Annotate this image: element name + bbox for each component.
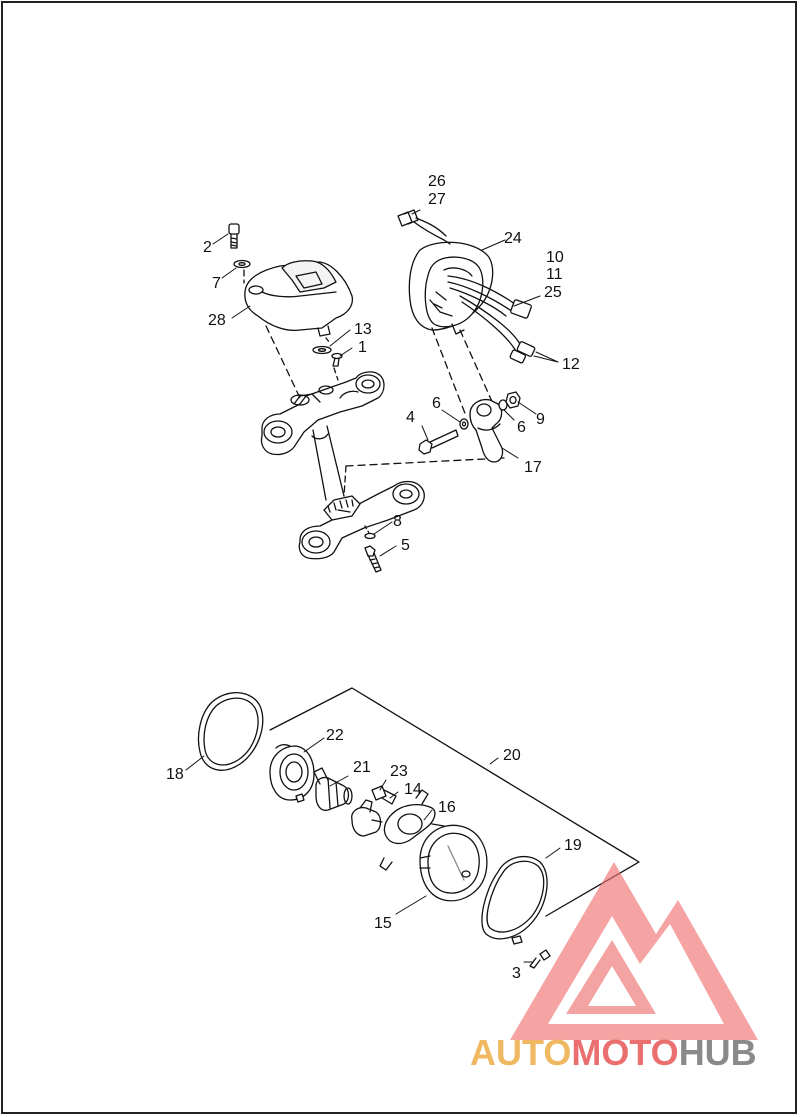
callout-8: 8 <box>393 513 402 530</box>
bolt-part-4 <box>418 429 459 455</box>
watermark-hub: HUB <box>678 1032 757 1073</box>
callout-11: 11 <box>546 266 563 283</box>
callout-22: 22 <box>326 727 344 744</box>
screw-small <box>295 793 305 803</box>
callout-2: 2 <box>203 239 212 256</box>
callout-17: 17 <box>524 459 542 476</box>
steering-stem <box>311 425 345 501</box>
callout-28: 28 <box>208 312 226 329</box>
watermark-moto: MOTO <box>571 1032 679 1073</box>
callout-16: 16 <box>438 799 456 816</box>
trim-ring-part-19 <box>481 855 548 945</box>
watermark-text: AUTOMOTOHUB <box>470 1032 757 1074</box>
callout-3: 3 <box>512 965 521 982</box>
callout-6b: 6 <box>517 419 526 436</box>
lower-triple-clamp <box>298 480 425 560</box>
callout-7: 7 <box>212 275 221 292</box>
halogen-bulb-part-21 <box>313 767 353 811</box>
callout-27: 27 <box>428 191 446 208</box>
callout-12: 12 <box>562 356 580 373</box>
handlebar-cover-part-28 <box>244 260 354 337</box>
washer-part-6-left <box>459 418 469 430</box>
screw-part-3 <box>529 949 551 969</box>
washer-part-8 <box>364 532 376 540</box>
callout-23: 23 <box>390 763 408 780</box>
nut-part-9 <box>505 391 521 409</box>
screw-part-1 <box>331 352 343 367</box>
small-bulb-part-23 <box>371 785 397 805</box>
group-bracket-line-20 <box>269 687 640 917</box>
callout-6a: 6 <box>432 395 441 412</box>
mounting-bracket-part-17 <box>469 398 504 463</box>
screw-part-2 <box>228 223 240 249</box>
callout-14: 14 <box>404 781 422 798</box>
upper-triple-clamp <box>260 371 385 456</box>
callout-25: 25 <box>544 284 562 301</box>
callout-21: 21 <box>353 759 371 776</box>
leader-lines <box>185 209 561 963</box>
bolt-part-5 <box>364 545 382 573</box>
callout-13: 13 <box>354 321 372 338</box>
callout-5: 5 <box>401 537 410 554</box>
watermark-auto: AUTO <box>470 1032 572 1073</box>
callout-15: 15 <box>374 915 392 932</box>
callout-19: 19 <box>564 837 582 854</box>
callout-1: 1 <box>358 339 367 356</box>
washer-part-13 <box>312 345 332 355</box>
trim-ring-part-18 <box>197 692 264 771</box>
callout-26: 26 <box>428 173 446 190</box>
callout-20: 20 <box>503 747 521 764</box>
bulb-socket-part-22 <box>269 744 315 801</box>
callout-24: 24 <box>504 230 522 247</box>
callout-18: 18 <box>166 766 184 783</box>
headlamp-lens-part-15 <box>419 824 488 902</box>
washer-part-7 <box>233 259 251 269</box>
callout-10: 10 <box>546 249 564 266</box>
wiring-harness <box>447 275 536 364</box>
watermark-logo <box>510 862 758 1040</box>
callout-9: 9 <box>536 411 545 428</box>
callout-labels: 26 27 24 10 11 25 12 2 7 28 13 1 4 6 6 9… <box>166 173 582 982</box>
callout-4: 4 <box>406 409 415 426</box>
socket-part-14 <box>351 799 382 837</box>
washer-part-6-right <box>498 399 508 411</box>
retainer-part-16 <box>371 789 445 871</box>
connector-part-26 <box>397 209 451 245</box>
